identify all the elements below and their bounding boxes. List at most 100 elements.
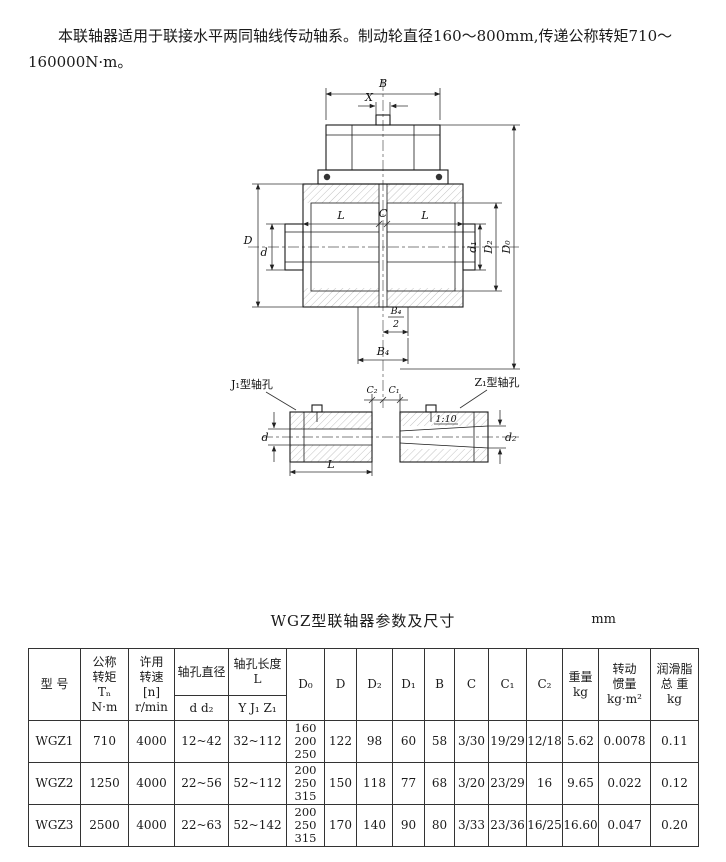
table-cell: WGZ2 xyxy=(28,762,81,805)
bolt-icon xyxy=(323,173,331,181)
taper-label: 1:10 xyxy=(435,414,456,425)
dim-D2: D₂ xyxy=(455,202,502,292)
detail-Z1-shaft-hole: 1:10 d₂ xyxy=(399,404,516,464)
table-cell: 200 250 315 xyxy=(286,804,325,847)
table-cell: 118 xyxy=(356,762,393,805)
dim-B: B xyxy=(325,77,441,120)
dim-label-B4-den: 2 xyxy=(392,319,399,330)
dim-label-C: C xyxy=(379,207,388,220)
table-cell: 3/20 xyxy=(454,762,489,805)
detail-title-Z1: Z₁型轴孔 xyxy=(474,375,519,389)
col-header-D0: D₀ xyxy=(286,648,325,721)
coupling-body xyxy=(284,183,476,308)
table-cell: 19/29 xyxy=(488,720,527,763)
dim-label-B4-num: B₄ xyxy=(390,306,402,317)
table-cell: 140 xyxy=(356,804,393,847)
table-cell: 90 xyxy=(392,804,425,847)
col-header-C2: C₂ xyxy=(526,648,563,721)
col-header-inertia: 转动 惯量 kg·m² xyxy=(598,648,651,721)
table-cell: 12~42 xyxy=(174,720,229,763)
table-cell: 0.12 xyxy=(650,762,699,805)
dim-label-D: D xyxy=(243,234,253,247)
col-header-B: B xyxy=(424,648,455,721)
table-cell: 16.60 xyxy=(562,804,599,847)
col-header-torque: 公称 转矩 Tₙ N·m xyxy=(80,648,129,721)
col-header-bore-dia-sub: d d₂ xyxy=(174,695,229,721)
table-row: WGZ2 1250 4000 22~56 52~112 200 250 315 … xyxy=(28,762,699,805)
header-row-2: d d₂ Y J₁ Z₁ xyxy=(29,695,699,721)
table-cell: 23/36 xyxy=(488,804,527,847)
dim-label-L-detail: L xyxy=(326,458,334,471)
dim-label-L-right: L xyxy=(420,209,428,222)
dim-B4-half: B₄ 2 xyxy=(382,306,409,336)
table-cell: 200 250 315 xyxy=(286,762,325,805)
dim-C2-C1: C₂ C₁ xyxy=(364,385,408,412)
table-cell: 3/30 xyxy=(454,720,489,763)
dim-d1: d₁ xyxy=(466,223,486,271)
table-cell: 2500 xyxy=(80,804,129,847)
table-cell: 77 xyxy=(392,762,425,805)
table-cell: 22~56 xyxy=(174,762,229,805)
dim-label-C1: C₁ xyxy=(388,385,399,396)
table-cell: 52~142 xyxy=(228,804,287,847)
dim-label-d: d xyxy=(260,246,267,259)
col-header-model: 型 号 xyxy=(28,648,81,721)
dim-label-D0: D₀ xyxy=(500,240,513,255)
coupling-parameters-table: 型 号 公称 转矩 Tₙ N·m 许用 转速 [n] r/min 轴孔直径 轴孔… xyxy=(28,648,699,847)
dim-label-B: B xyxy=(378,77,387,90)
unit-label: mm xyxy=(591,612,616,627)
table-cell: 4000 xyxy=(128,762,175,805)
dim-label-d2-detail: d₂ xyxy=(505,431,516,444)
dim-D0: D₀ xyxy=(400,124,520,370)
col-header-C1: C₁ xyxy=(488,648,527,721)
table-cell: WGZ3 xyxy=(28,804,81,847)
detail-titles: J₁型轴孔 Z₁型轴孔 xyxy=(230,375,520,411)
table-cell: 52~112 xyxy=(228,762,287,805)
table-cell: 12/18 xyxy=(526,720,563,763)
table-cell: 98 xyxy=(356,720,393,763)
table-cell: 80 xyxy=(424,804,455,847)
table-row: WGZ1 710 4000 12~42 32~112 160 200 250 1… xyxy=(28,720,699,763)
table-cell: 0.0078 xyxy=(598,720,651,763)
table-cell: 5.62 xyxy=(562,720,599,763)
table-cell: 23/29 xyxy=(488,762,527,805)
table-cell: 4000 xyxy=(128,720,175,763)
table-cell: 68 xyxy=(424,762,455,805)
dim-label-B4: B₄ xyxy=(376,345,390,358)
table-cell: 0.047 xyxy=(598,804,651,847)
table-cell: 32~112 xyxy=(228,720,287,763)
table-row: WGZ3 2500 4000 22~63 52~142 200 250 315 … xyxy=(28,804,699,847)
col-header-bore-dia: 轴孔直径 xyxy=(174,648,229,696)
detail-J1-shaft-hole: d L xyxy=(261,404,373,476)
col-header-C: C xyxy=(454,648,489,721)
dim-label-C2: C₂ xyxy=(366,385,377,396)
table-cell: 58 xyxy=(424,720,455,763)
dim-label-L-left: L xyxy=(336,209,344,222)
dim-X: X xyxy=(358,91,408,115)
table-cell: 710 xyxy=(80,720,129,763)
dim-label-d1: d₁ xyxy=(466,241,479,252)
table-cell: 16/25 xyxy=(526,804,563,847)
col-header-bore-len: 轴孔长度 L xyxy=(228,648,287,696)
dim-label-d-detail: d xyxy=(261,431,268,444)
detail-title-J1: J₁型轴孔 xyxy=(230,377,273,391)
table-caption-row: WGZ型联轴器参数及尺寸 mm xyxy=(28,610,698,632)
dim-D: D xyxy=(243,183,303,308)
col-header-D: D xyxy=(324,648,357,721)
dim-label-D2: D₂ xyxy=(482,240,495,254)
table-cell: 22~63 xyxy=(174,804,229,847)
table-cell: 170 xyxy=(324,804,357,847)
table-cell: 160 200 250 xyxy=(286,720,325,763)
dim-LCL: L C L xyxy=(302,207,464,228)
table-cell: 1250 xyxy=(80,762,129,805)
table-cell: 0.022 xyxy=(598,762,651,805)
col-header-bore-len-sub: Y J₁ Z₁ xyxy=(228,695,287,721)
intro-paragraph: 本联轴器适用于联接水平两同轴线传动轴系。制动轮直径160～800mm,传递公称转… xyxy=(28,27,673,72)
table-cell: 150 xyxy=(324,762,357,805)
bolt-icon xyxy=(435,173,443,181)
col-header-grease: 润滑脂 总 重 kg xyxy=(650,648,699,721)
table-cell: 60 xyxy=(392,720,425,763)
coupling-technical-drawing: B X D d d₁ xyxy=(230,77,522,476)
dim-label-X: X xyxy=(364,91,374,104)
